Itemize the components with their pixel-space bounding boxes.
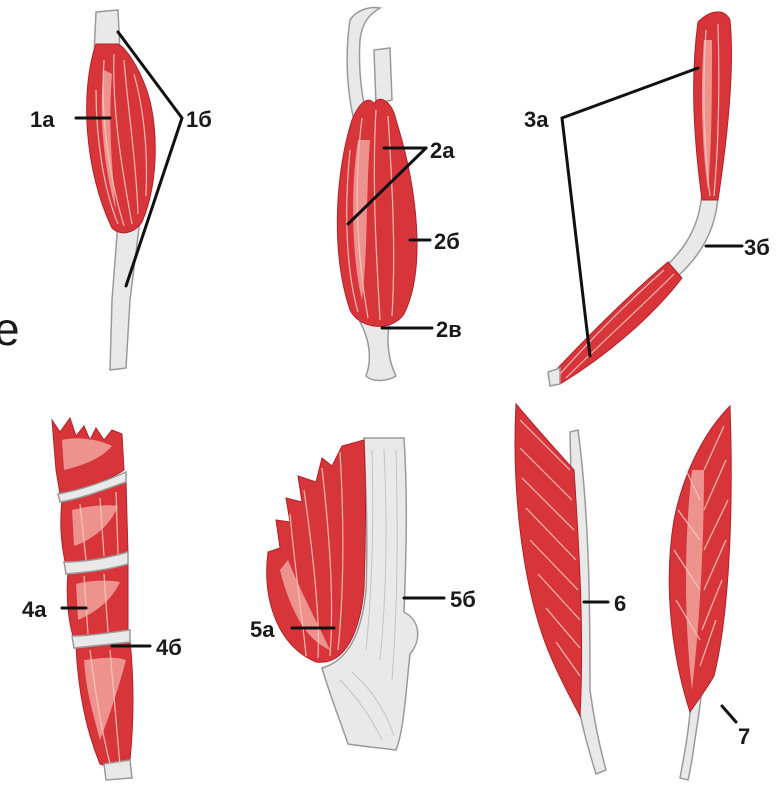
label-7: 7 (738, 724, 750, 749)
muscle-1-bottom-tendon (110, 220, 140, 370)
label-2v: 2в (436, 317, 462, 342)
label-4a: 4а (22, 597, 47, 622)
unipennate-muscle-6 (515, 404, 606, 774)
label-3b: 3б (744, 235, 770, 260)
label-1a: 1а (30, 107, 55, 132)
segmented-muscle-4 (52, 418, 133, 780)
label-6: 6 (614, 591, 626, 616)
muscle-2-belly (337, 99, 417, 326)
label-2b: 2б (434, 229, 460, 254)
label-4b: 4б (156, 635, 182, 660)
muscle-2-right-tendon (374, 48, 392, 104)
bipennate-muscle-7 (669, 406, 731, 780)
muscle-4-bottom-tendon (104, 760, 132, 780)
muscle-3-lower-belly (553, 262, 682, 384)
fusiform-muscle-1 (87, 10, 156, 370)
partial-letter: e (0, 303, 20, 355)
label-2a: 2а (430, 138, 455, 163)
label-3a: 3а (524, 107, 549, 132)
label-5a: 5а (250, 617, 275, 642)
muscle-3-end-tendon (548, 368, 560, 386)
broad-muscle-5 (267, 438, 418, 750)
muscle-3-upper-belly (694, 12, 732, 200)
label-1b: 1б (186, 107, 212, 132)
muscle-3-intermediate-tendon (666, 192, 718, 276)
digastric-muscle-3 (548, 12, 732, 386)
label-5b: 5б (450, 587, 476, 612)
